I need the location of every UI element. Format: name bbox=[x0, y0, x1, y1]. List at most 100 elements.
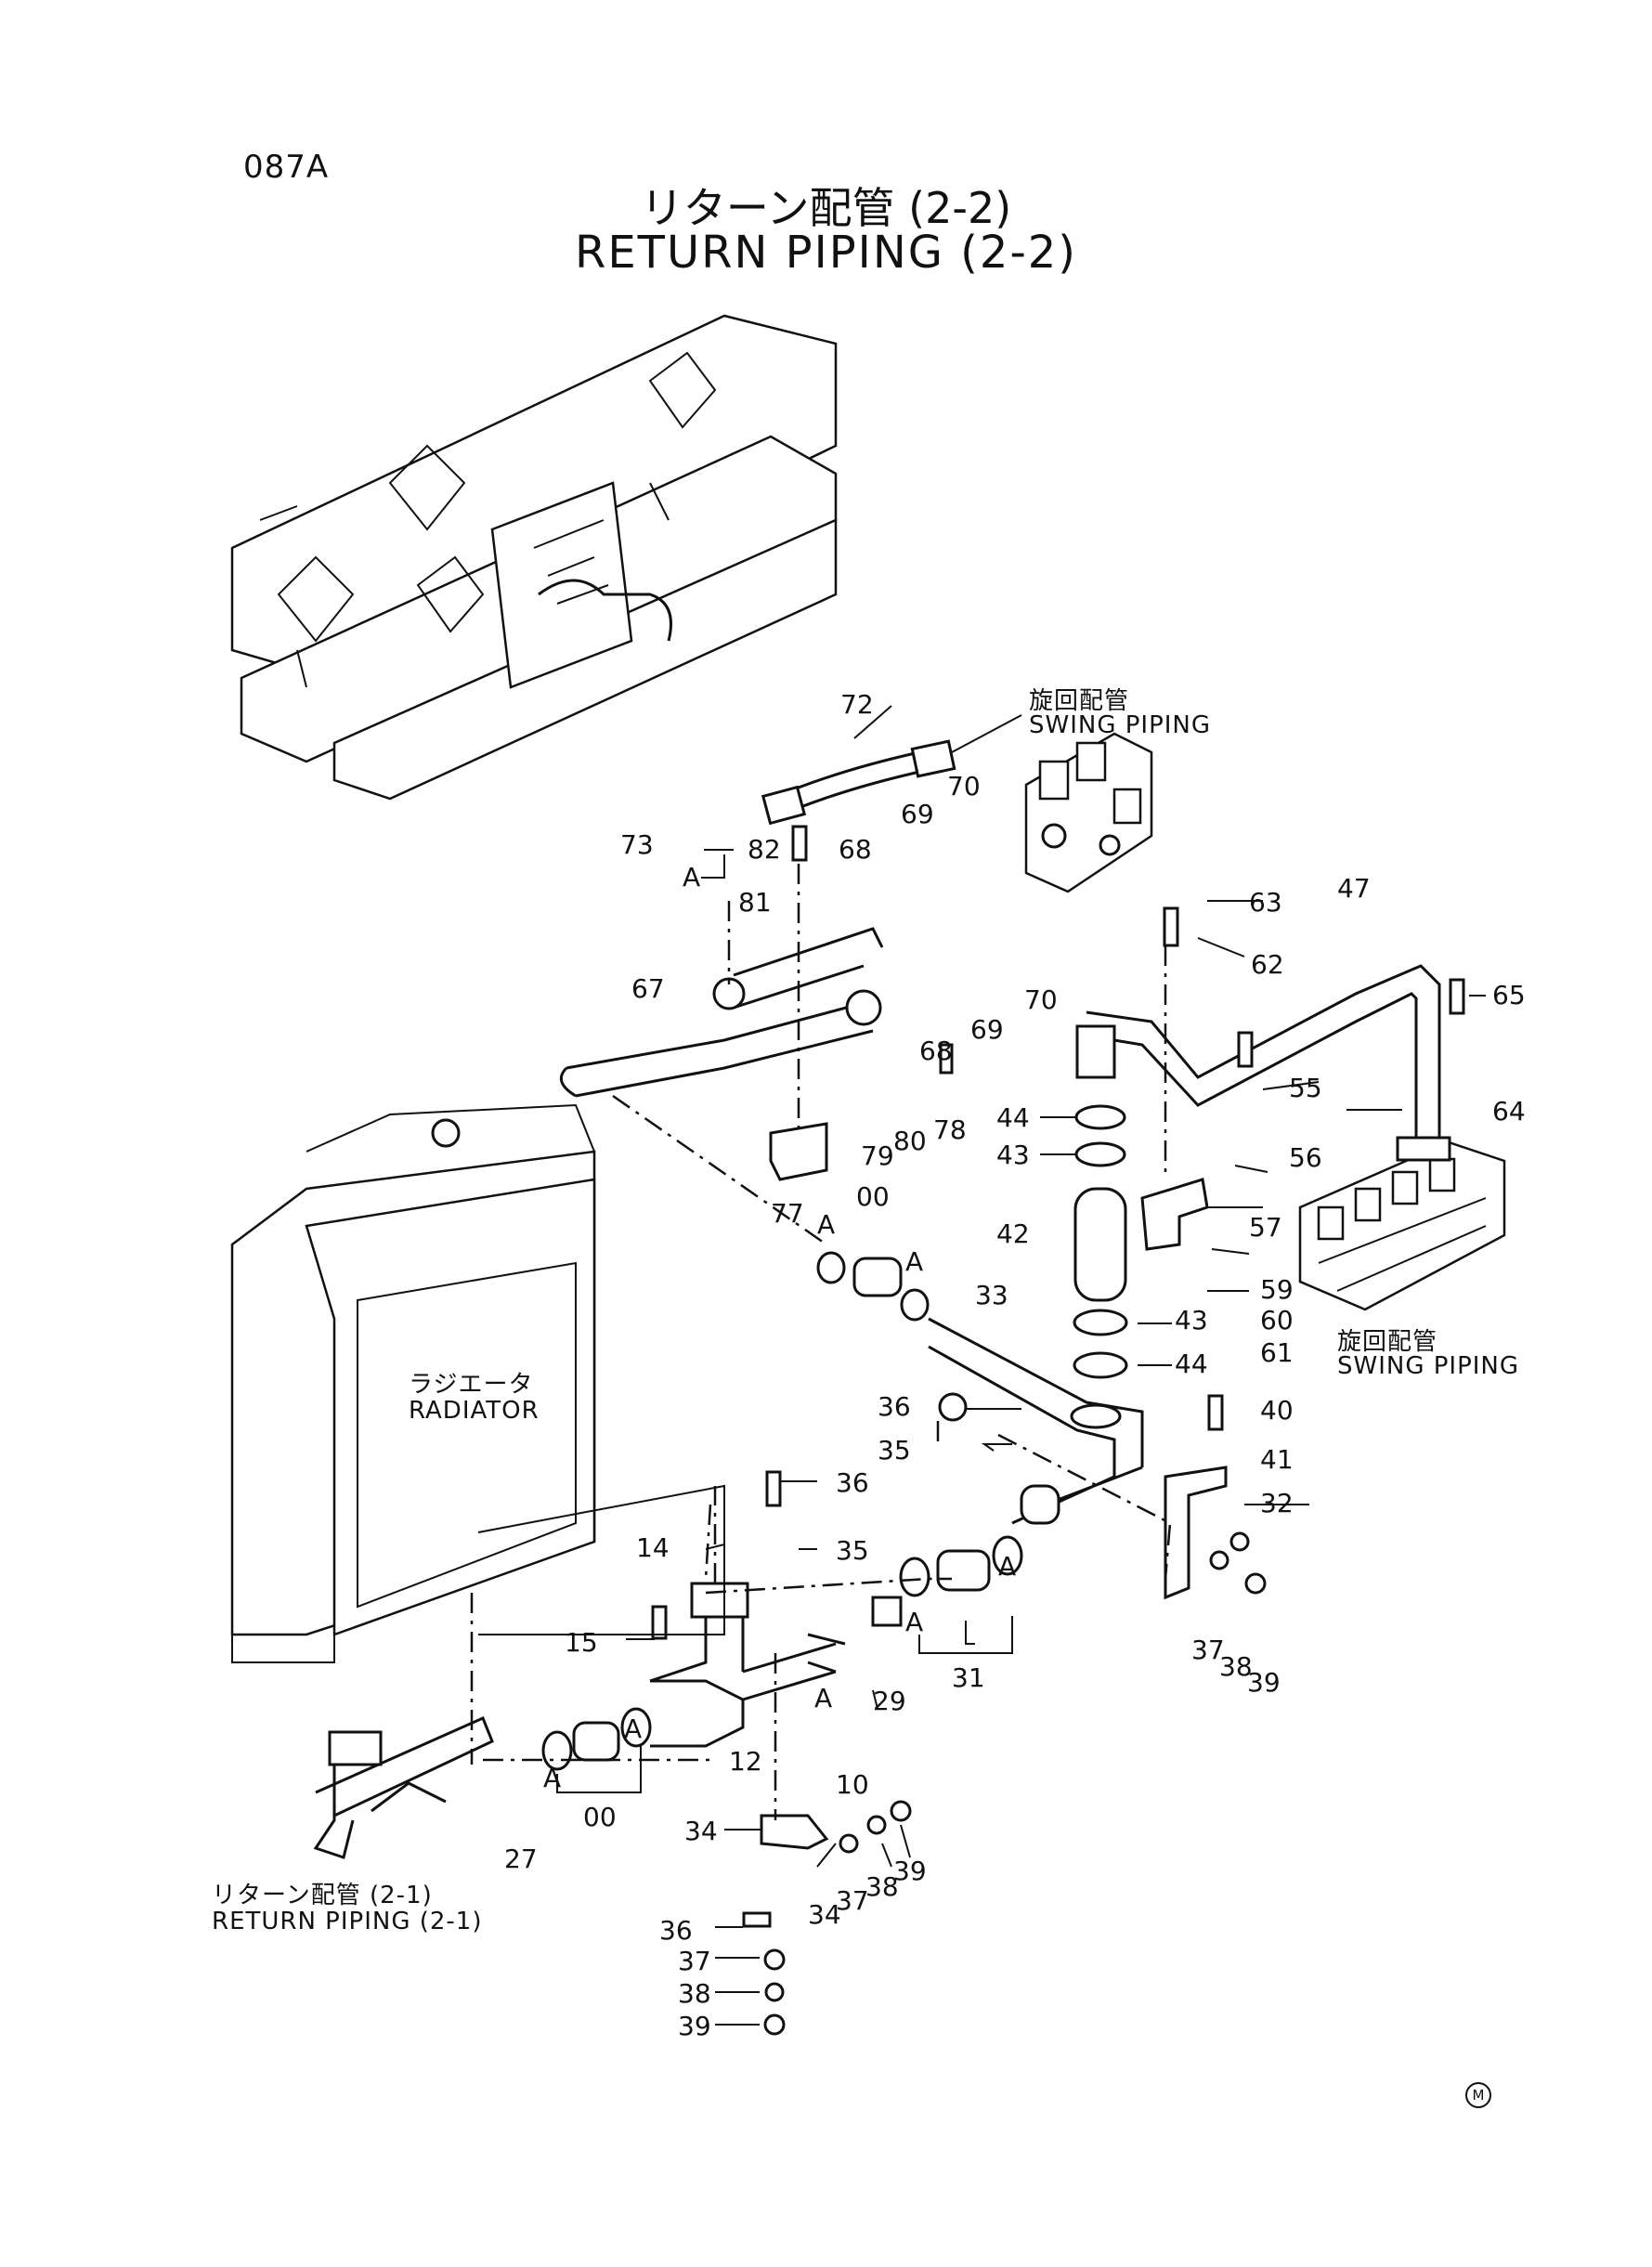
callout-67: 67 bbox=[631, 973, 665, 1004]
pipe-33 bbox=[928, 1317, 1144, 1525]
callout-80: 80 bbox=[893, 1126, 927, 1156]
callout-a3: A bbox=[905, 1246, 924, 1277]
callout-37c: 37 bbox=[836, 1885, 869, 1916]
callout-79: 79 bbox=[861, 1140, 894, 1171]
callout-73: 73 bbox=[620, 829, 654, 860]
union-00-top bbox=[816, 1251, 930, 1322]
callout-77: 77 bbox=[771, 1198, 804, 1229]
title-japanese: リターン配管 (2-2) bbox=[640, 183, 1012, 233]
callout-31: 31 bbox=[952, 1662, 985, 1693]
callout-60: 60 bbox=[1260, 1305, 1294, 1335]
swing-piping-right-en: SWING PIPING bbox=[1337, 1352, 1520, 1380]
pipe-47 bbox=[1075, 964, 1451, 1162]
title-english: RETURN PIPING (2-2) bbox=[574, 227, 1078, 279]
callout-37b: 37 bbox=[678, 1946, 711, 1976]
return-piping-2-1-en: RETURN PIPING (2-1) bbox=[212, 1908, 483, 1935]
callout-47: 47 bbox=[1337, 873, 1371, 904]
callout-82: 82 bbox=[748, 834, 781, 865]
callout-15: 15 bbox=[565, 1627, 598, 1658]
radiator-label-en: RADIATOR bbox=[409, 1397, 540, 1425]
callout-43: 43 bbox=[996, 1140, 1030, 1170]
page-code: 087A bbox=[243, 149, 330, 186]
callout-36: 36 bbox=[878, 1391, 911, 1422]
leader-lines bbox=[470, 705, 1486, 2026]
swing-piping-right-jp: 旋回配管 bbox=[1337, 1328, 1438, 1356]
callout-38: 38 bbox=[1219, 1651, 1253, 1682]
callout-a6: A bbox=[814, 1683, 833, 1713]
swing-valve-top bbox=[1024, 732, 1153, 893]
callout-81: 81 bbox=[738, 887, 772, 918]
callout-43b: 43 bbox=[1175, 1305, 1208, 1335]
callout-59: 59 bbox=[1260, 1274, 1294, 1305]
return-piping-2-1-jp: リターン配管 (2-1) bbox=[212, 1882, 433, 1909]
radiator bbox=[230, 1103, 596, 1663]
callout-39b: 39 bbox=[678, 2011, 711, 2041]
callout-a: A bbox=[683, 862, 701, 892]
callout-70b: 70 bbox=[1024, 984, 1058, 1015]
callout-64: 64 bbox=[1492, 1096, 1526, 1127]
callout-32: 32 bbox=[1260, 1488, 1294, 1518]
callout-68b: 68 bbox=[919, 1036, 953, 1066]
callout-a5: A bbox=[998, 1551, 1017, 1582]
callout-41: 41 bbox=[1260, 1444, 1294, 1475]
callout-12: 12 bbox=[729, 1746, 762, 1777]
callout-a8: A bbox=[624, 1713, 643, 1744]
callout-40: 40 bbox=[1260, 1395, 1294, 1426]
pipe-67 bbox=[559, 927, 884, 1246]
bracket-34 bbox=[760, 1814, 829, 1850]
callout-55: 55 bbox=[1289, 1073, 1322, 1103]
callout-39c: 39 bbox=[893, 1856, 927, 1886]
bolts bbox=[651, 825, 1465, 2036]
callout-36b: 36 bbox=[836, 1467, 869, 1498]
callout-39: 39 bbox=[1247, 1667, 1281, 1698]
m-mark: M bbox=[1465, 2082, 1491, 2108]
callout-69: 69 bbox=[901, 799, 934, 829]
callout-36c: 36 bbox=[659, 1915, 693, 1946]
callout-72: 72 bbox=[840, 689, 874, 720]
callout-78: 78 bbox=[933, 1114, 967, 1145]
swing-piping-top-jp: 旋回配管 bbox=[1029, 687, 1130, 715]
callout-34: 34 bbox=[684, 1816, 718, 1846]
callout-00b: 00 bbox=[583, 1802, 617, 1832]
callout-a4: A bbox=[905, 1607, 924, 1637]
callout-68: 68 bbox=[839, 834, 872, 865]
bracket-77 bbox=[769, 1122, 828, 1181]
clamp-31 bbox=[899, 1535, 1023, 1597]
callout-38b: 38 bbox=[678, 1978, 711, 2009]
callout-57: 57 bbox=[1249, 1212, 1282, 1243]
callout-35: 35 bbox=[878, 1435, 911, 1466]
callout-56: 56 bbox=[1289, 1142, 1322, 1173]
callout-63: 63 bbox=[1249, 887, 1282, 918]
callout-27: 27 bbox=[504, 1844, 538, 1874]
callout-62: 62 bbox=[1251, 949, 1284, 980]
callout-70: 70 bbox=[947, 771, 981, 801]
callout-10: 10 bbox=[836, 1769, 869, 1800]
swing-piping-top-en: SWING PIPING bbox=[1029, 711, 1212, 739]
callout-65: 65 bbox=[1492, 980, 1526, 1010]
callout-69b: 69 bbox=[970, 1014, 1004, 1045]
callout-61: 61 bbox=[1260, 1337, 1294, 1368]
swing-valve-right bbox=[1298, 1140, 1506, 1311]
callout-44b: 44 bbox=[1175, 1348, 1208, 1379]
callout-a7: A bbox=[543, 1763, 562, 1793]
frame-structure bbox=[230, 314, 838, 801]
callout-35b: 35 bbox=[836, 1535, 869, 1566]
callout-44: 44 bbox=[996, 1102, 1030, 1133]
callout-38c: 38 bbox=[865, 1871, 899, 1902]
callout-00: 00 bbox=[856, 1181, 890, 1212]
bracket-32 bbox=[1164, 1466, 1228, 1600]
hose-72 bbox=[761, 714, 1022, 826]
callout-33: 33 bbox=[975, 1280, 1008, 1310]
tee-fitting-12 bbox=[649, 1582, 903, 1748]
radiator-label-jp: ラジエータ bbox=[409, 1371, 534, 1399]
callout-34b: 34 bbox=[808, 1899, 841, 1930]
callout-a2: A bbox=[817, 1209, 836, 1240]
callout-42: 42 bbox=[996, 1218, 1030, 1249]
hose-42 bbox=[1073, 1104, 1128, 1379]
bracket-57 bbox=[1140, 1178, 1209, 1251]
callout-14: 14 bbox=[636, 1532, 670, 1563]
callout-37: 37 bbox=[1191, 1635, 1225, 1665]
return-piping-2-1 bbox=[313, 1715, 494, 1859]
callout-29: 29 bbox=[873, 1686, 906, 1716]
